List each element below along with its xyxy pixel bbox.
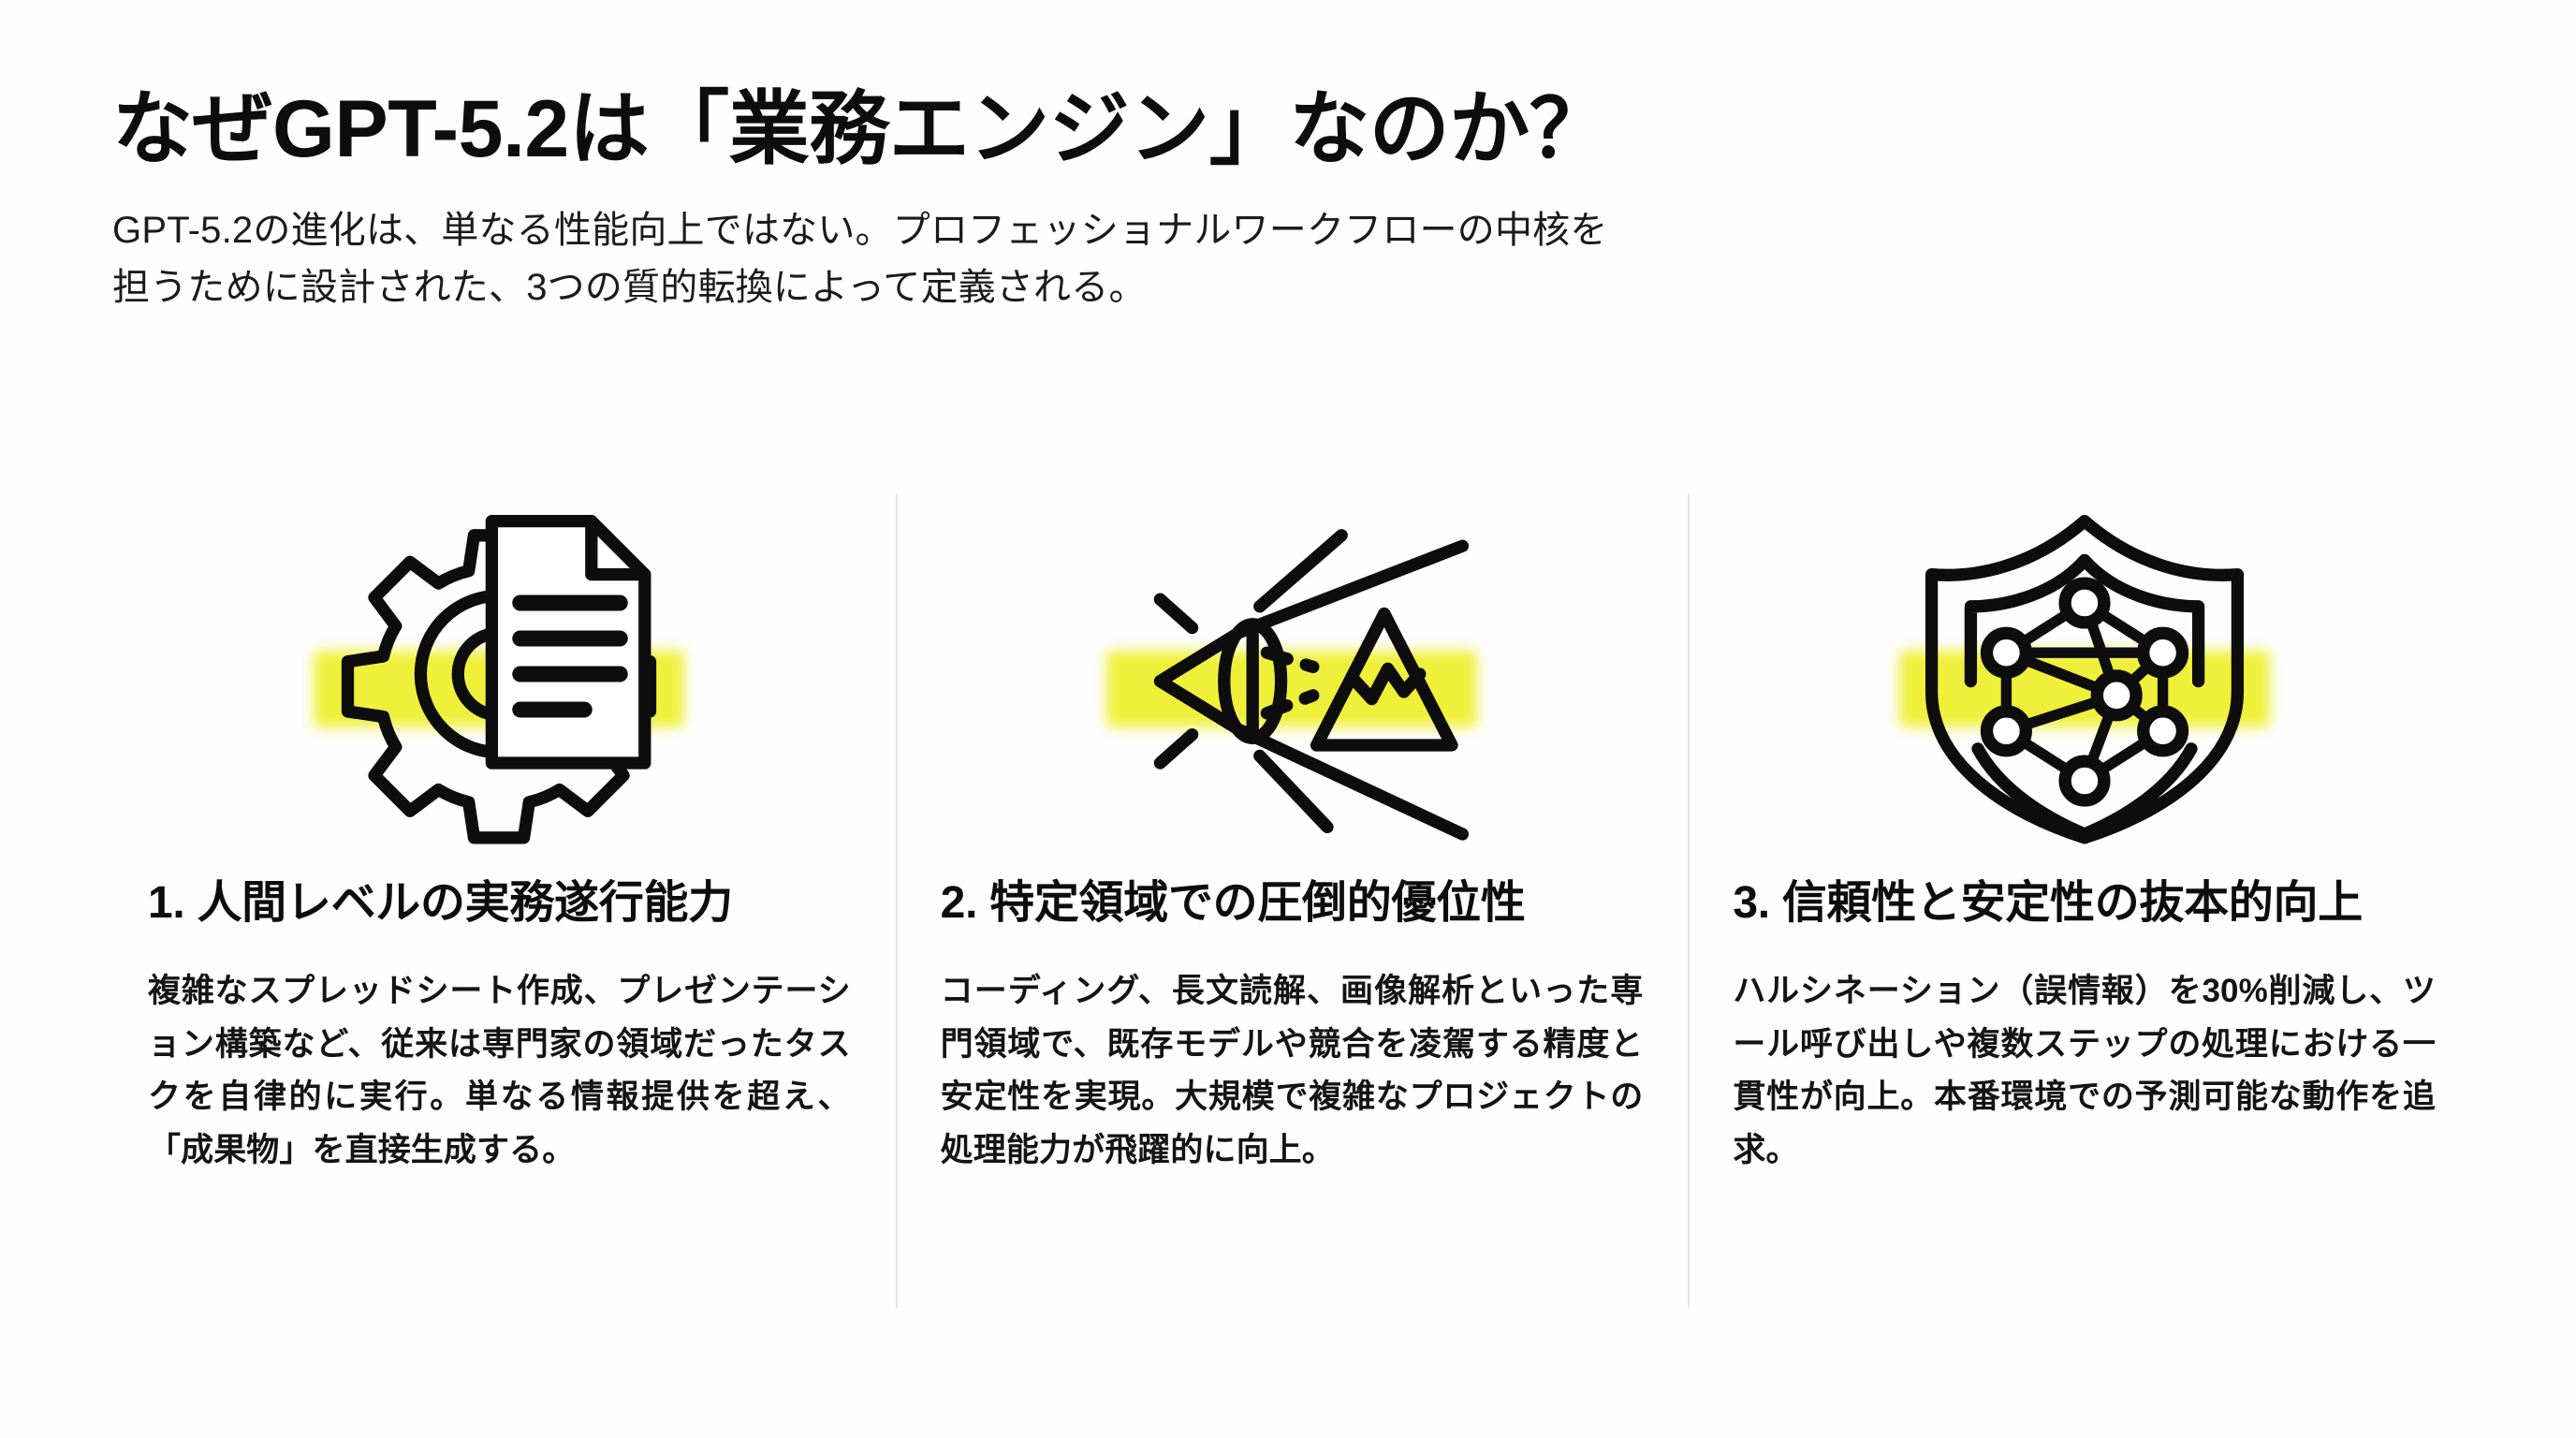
highlight-band-3: [1898, 651, 2270, 727]
feature-card-1-heading: 1. 人間レベルの実務遂行能力: [148, 878, 733, 928]
feature-card-2-heading: 2. 特定領域での圧倒的優位性: [940, 878, 1526, 928]
feature-card-1: 1. 人間レベルの実務遂行能力 複雑なスプレッドシート作成、プレゼンテーション構…: [103, 473, 896, 1315]
slide-header: なぜGPT-5.2は「業務エンジン」なのか？ GPT-5.2の進化は、単なる性能…: [112, 84, 2471, 316]
feature-card-list: 1. 人間レベルの実務遂行能力 複雑なスプレッドシート作成、プレゼンテーション構…: [103, 473, 2481, 1315]
icon-container-2: [941, 473, 1644, 875]
icon-container-3: [1733, 473, 2436, 875]
feature-card-2: 2. 特定領域での圧倒的優位性 コーディング、長文読解、画像解析といった専門領域…: [895, 473, 1689, 1315]
feature-card-1-body: 複雑なスプレッドシート作成、プレゼンテーション構築など、従来は専門家の領域だった…: [148, 973, 851, 1169]
subtitle-line-1: GPT-5.2の進化は、単なる性能向上ではない。プロフェッショナルワークフローの…: [112, 210, 1608, 252]
feature-card-3-body: ハルシネーション（誤情報）を30%削減し、ツール呼び出しや複数ステップの処理にお…: [1733, 973, 2437, 1169]
shield-network-icon: [1925, 514, 2244, 844]
lens-mountain-vision-icon: [1153, 529, 1470, 841]
feature-card-3: 3. 信頼性と安定性の抜本的向上 ハルシネーション（誤情報）を30%削減し、ツー…: [1688, 473, 2481, 1315]
feature-card-3-heading: 3. 信頼性と安定性の抜本的向上: [1733, 878, 2363, 928]
page-title: なぜGPT-5.2は「業務エンジン」なのか？: [112, 84, 1610, 174]
icon-container-1: [148, 473, 851, 875]
subtitle-line-2: 担うために設計された、3つの質的転換によって定義される。: [112, 267, 1147, 309]
feature-card-2-body: コーディング、長文読解、画像解析といった専門領域で、既存モデルや競合を凌駕する精…: [940, 973, 1644, 1169]
page-subtitle: GPT-5.2の進化は、単なる性能向上ではない。プロフェッショナルワークフローの…: [112, 202, 2471, 316]
gear-document-icon: [342, 514, 657, 844]
